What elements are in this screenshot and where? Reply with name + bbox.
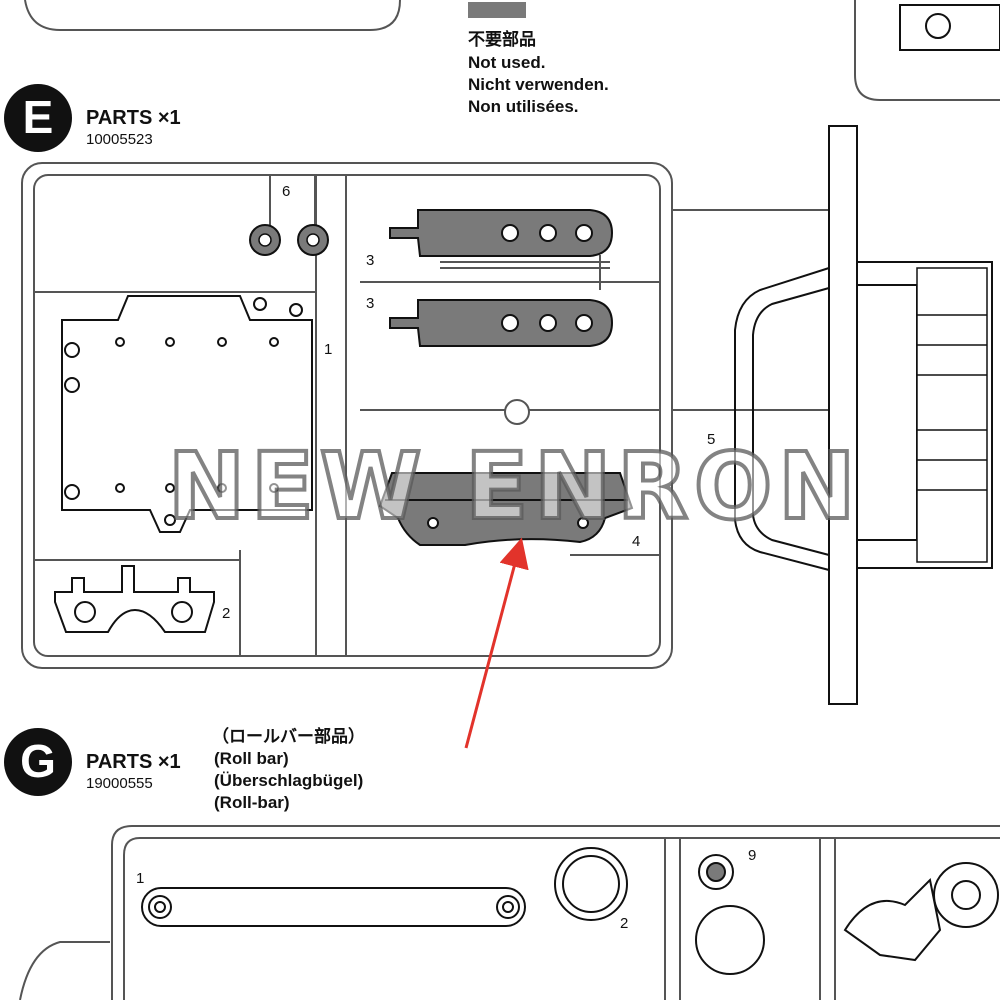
part-num-3b: 3 <box>366 295 374 312</box>
parts-e-sprue <box>21 162 828 669</box>
bracket-2 <box>54 565 215 633</box>
parts-g-note-fr: (Roll-bar) <box>214 793 290 812</box>
g-part-right-body <box>843 877 942 962</box>
g-num-9: 9 <box>748 847 756 864</box>
top-right-part <box>899 4 1000 51</box>
parts-g-badge <box>4 728 72 796</box>
part-num-5: 5 <box>707 431 715 448</box>
part-num-3a: 3 <box>366 252 374 269</box>
part-num-2: 2 <box>222 605 230 622</box>
parts-e-badge <box>4 84 72 152</box>
g-part-1-bar <box>141 887 526 927</box>
top-right-hole <box>925 13 951 39</box>
part-num-6: 6 <box>282 183 290 200</box>
legend-fr: Non utilisées. <box>468 97 579 116</box>
parts-g-label: PARTS ×1 <box>86 751 181 773</box>
g-num-1: 1 <box>136 870 144 887</box>
link-3-upper <box>389 209 614 257</box>
top-left-sprue <box>24 0 401 31</box>
part-num-1: 1 <box>324 341 332 358</box>
red-arrow <box>464 537 529 749</box>
g-part-ring-lower <box>695 905 765 975</box>
watermark: NEW ENRON <box>168 433 861 540</box>
legend-en: Not used. <box>468 53 545 72</box>
link-3-lower <box>389 299 614 347</box>
parts-g-sprue <box>19 825 1000 1001</box>
parts-g-note-de: (Überschlagbügel) <box>214 771 363 790</box>
bumper-5 <box>734 125 993 705</box>
g-num-2: 2 <box>620 915 628 932</box>
legend-de: Nicht verwenden. <box>468 75 609 94</box>
part-num-4: 4 <box>632 533 640 550</box>
parts-e-code: 10005523 <box>86 131 153 148</box>
not-used-swatch <box>468 2 526 18</box>
parts-e-letter: E <box>23 91 54 143</box>
parts-g-note-jp: （ロールバー部品） <box>212 726 365 746</box>
top-right-sprue <box>854 0 1000 101</box>
parts-g-letter: G <box>20 735 56 787</box>
parts-g-code: 19000555 <box>86 775 153 792</box>
parts-g-note-en: (Roll bar) <box>214 749 289 768</box>
legend-jp: 不要部品 <box>468 29 536 49</box>
plate-1 <box>61 295 313 533</box>
parts-e-label: PARTS ×1 <box>86 107 181 129</box>
